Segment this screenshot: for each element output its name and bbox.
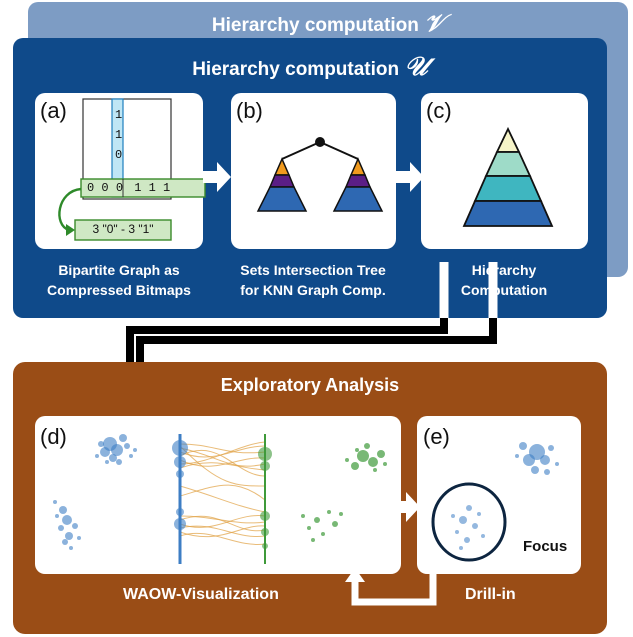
panel-u-title: Hierarchy computation 𝒰 (13, 52, 607, 83)
bitmap-illustration (58, 98, 206, 241)
connector-black-1 (126, 318, 448, 366)
compressed-text: 3 "0" - 3 "1" (92, 222, 154, 236)
card-b-caption-line2: for KNN Graph Comp. (240, 282, 386, 298)
bit-row-4: 1 (148, 181, 156, 195)
right-axis-nodes (258, 447, 272, 549)
arrow-a-to-b (203, 162, 231, 192)
card-c-hierarchy: (c) (421, 93, 588, 249)
arrow-b-to-c (396, 162, 424, 192)
hierarchy-panel-u: Hierarchy computation 𝒰 (a) 1 1 0 0 0 (13, 38, 607, 318)
card-c-caption-line1: Hierarchy (471, 262, 537, 278)
card-d-caption: WAOW-Visualization (123, 586, 279, 603)
green-cluster-top (345, 443, 387, 472)
focus-label: Focus (523, 538, 568, 555)
card-d-waow: (d) (35, 416, 401, 574)
panel-v-title-text: Hierarchy computation (211, 15, 419, 36)
panel-v-symbol: 𝒱 (424, 8, 445, 37)
card-c-caption: Hierarchy Computation (418, 260, 590, 300)
intersection-tree (256, 137, 384, 212)
bit-col-1: 1 (115, 128, 123, 142)
focus-circle (431, 482, 507, 562)
left-tri-bottom (256, 186, 308, 212)
blue-cluster-bottom (53, 500, 81, 550)
arrow-a-b-shape (203, 162, 231, 192)
bit-row-0: 0 (87, 181, 95, 195)
exploratory-title: Exploratory Analysis (220, 375, 400, 395)
card-a-caption-line1: Bipartite Graph as (58, 262, 180, 278)
edge-bundle (179, 441, 266, 545)
blue-cluster-top (95, 434, 137, 465)
card-e-caption: Drill-in (465, 586, 516, 603)
bit-row-3: 1 (134, 181, 142, 195)
bit-col-0: 1 (115, 108, 123, 122)
connector-black-2 (136, 318, 497, 366)
right-tri-bottom (332, 186, 384, 212)
bit-row-5: 1 (163, 181, 171, 195)
tree-edge-left (281, 141, 321, 160)
card-a-label: (a) (40, 98, 67, 123)
card-c-label: (c) (426, 98, 452, 123)
card-b-caption: Sets Intersection Tree for KNN Graph Com… (217, 260, 409, 300)
bit-col-2: 0 (115, 148, 123, 162)
left-axis-nodes (172, 440, 188, 530)
bit-column: 1 1 0 (115, 105, 122, 165)
drill-blue-cluster (515, 442, 559, 475)
panel-v-title: Hierarchy computation 𝒱 (28, 8, 628, 37)
panel-u-title-text: Hierarchy computation (192, 59, 400, 80)
arrow-d-e-shape (392, 492, 420, 522)
bit-row-2: 0 (115, 181, 124, 195)
card-a-bitmaps: (a) 1 1 0 0 0 0 1 1 1 3 "0" (35, 93, 206, 249)
card-b-caption-line1: Sets Intersection Tree (240, 262, 386, 278)
card-b-label: (b) (236, 98, 263, 123)
arrow-b-c-shape (396, 162, 424, 192)
drill-in-view (431, 442, 559, 562)
green-cluster-bottom (301, 510, 343, 542)
bitmap-frame (82, 98, 172, 200)
hierarchy-pyramid (462, 126, 554, 227)
card-c-caption-line2: Computation (460, 282, 548, 298)
exploratory-panel: Exploratory Analysis (d) (13, 362, 607, 634)
drill-return-arrow (345, 568, 437, 606)
compress-arrow (58, 187, 82, 232)
tree-root-node (315, 137, 325, 147)
card-e-label: (e) (423, 424, 450, 449)
return-path (351, 574, 437, 606)
panel-u-symbol: 𝒰 (404, 52, 428, 82)
card-e-drill: (e) Focus (417, 416, 581, 574)
card-a-caption: Bipartite Graph as Compressed Bitmaps (25, 260, 213, 300)
waow-visualization (53, 434, 387, 564)
card-b-tree: (b) (231, 93, 396, 249)
bit-row-1: 0 (101, 181, 109, 195)
arrow-d-to-e (392, 492, 420, 522)
compress-arrowhead (66, 224, 75, 236)
bitmap-row-highlight (80, 178, 206, 198)
drill-focus-points (451, 505, 485, 550)
return-arrowhead (345, 568, 365, 582)
pyramid-level-4 (462, 200, 554, 227)
bit-row: 0 0 0 1 1 1 (87, 181, 170, 195)
tree-edge-right (319, 141, 359, 160)
card-a-caption-line2: Compressed Bitmaps (47, 282, 191, 298)
card-d-label: (d) (40, 424, 67, 449)
